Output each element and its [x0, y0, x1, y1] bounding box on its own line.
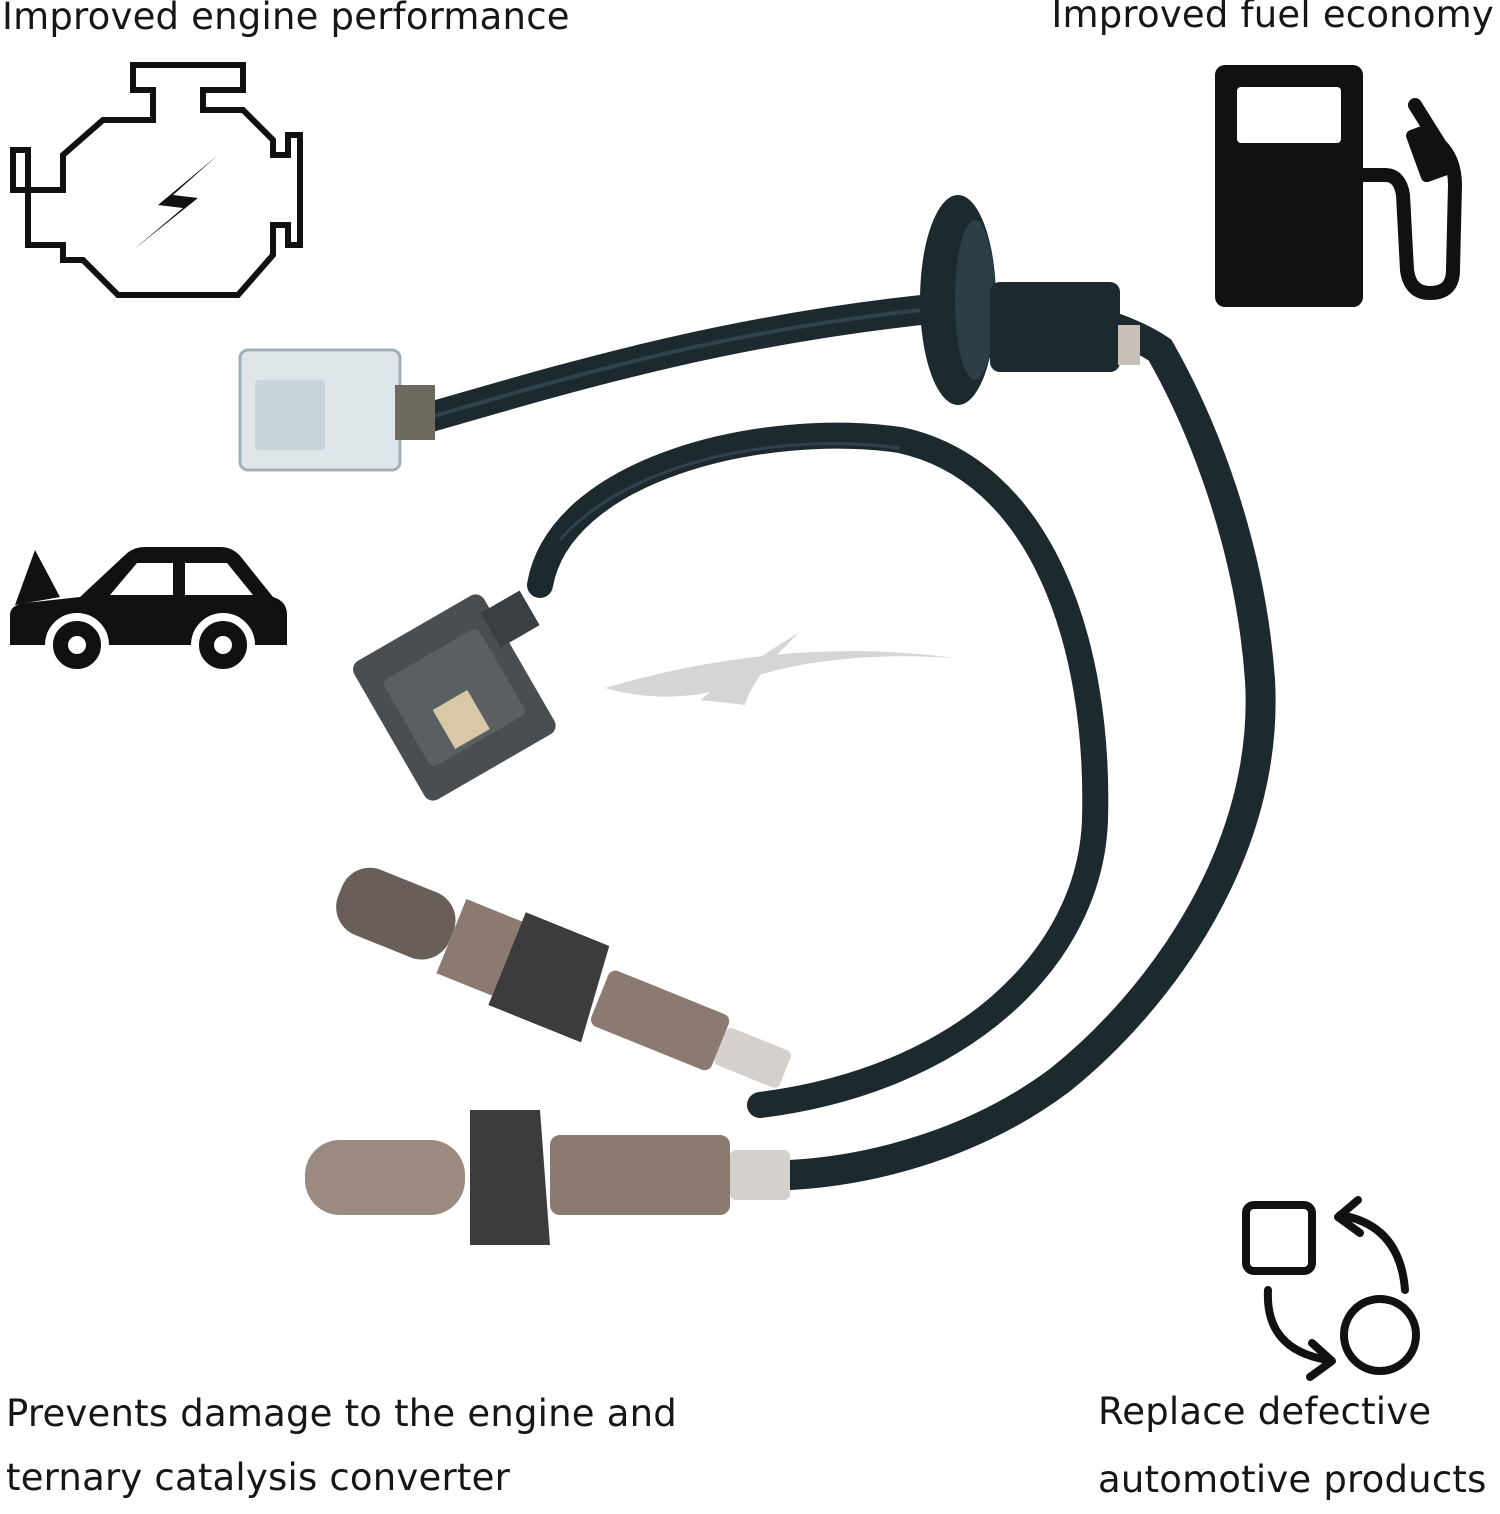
gray-connector [353, 590, 556, 801]
short-cable [527, 422, 1109, 1118]
lower-oxygen-sensor [305, 1110, 790, 1245]
upper-oxygen-sensor [336, 867, 791, 1088]
feature-protection-line-1: Prevents damage to the engine and [6, 1392, 677, 1435]
watermark-logo [605, 632, 955, 705]
feature-replace-caption: Replace defective automotive products [1098, 1378, 1487, 1514]
feature-protection-line-2: ternary catalysis converter [6, 1456, 510, 1499]
replace-cycle-icon [1242, 1196, 1420, 1381]
feature-fuel-caption: Improved fuel economy [1051, 0, 1494, 36]
white-connector [238, 348, 435, 472]
feature-engine-caption: Improved engine performance [2, 0, 570, 38]
car-hood-open-icon [10, 547, 287, 675]
feature-protection-caption: Prevents damage to the engine and ternar… [6, 1382, 677, 1510]
feature-replace-line-2: automotive products [1098, 1458, 1487, 1501]
rubber-grommet [920, 195, 1140, 405]
fuel-pump-icon [1215, 65, 1463, 307]
engine-icon [10, 62, 303, 298]
feature-replace-line-1: Replace defective [1098, 1390, 1432, 1433]
